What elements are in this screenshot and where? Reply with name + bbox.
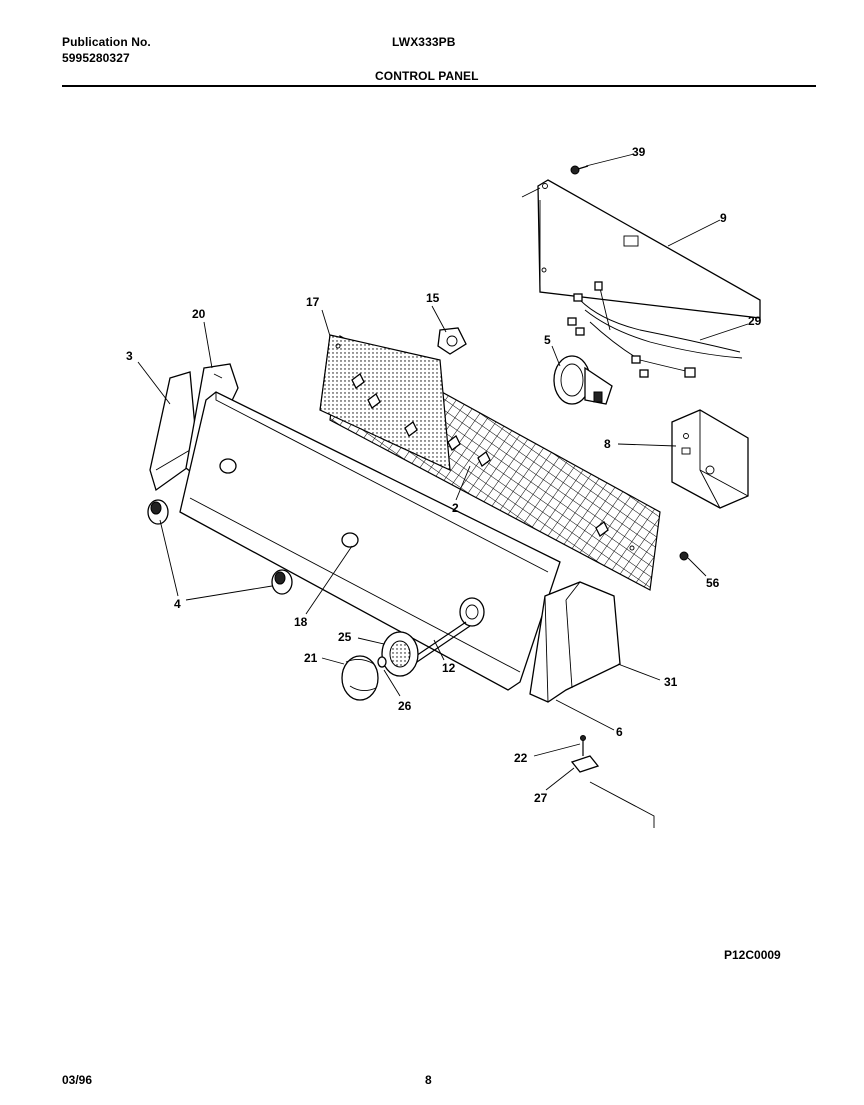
switch-part-15 — [437, 327, 467, 355]
timer-part-5 — [553, 355, 613, 405]
knob-part-4-lower — [271, 569, 293, 595]
header-rule — [62, 85, 816, 87]
right-end-cap-part-31 — [529, 581, 621, 703]
shaft-part-12 — [409, 621, 471, 665]
callout-20: 20 — [192, 307, 206, 321]
clip-part-27 — [570, 755, 655, 828]
dial-skirt-part-25 — [381, 631, 419, 677]
callout-6: 6 — [616, 725, 623, 739]
callout-17: 17 — [306, 295, 320, 309]
figure-code: P12C0009 — [724, 948, 781, 962]
callout-15: 15 — [426, 291, 440, 305]
wire-harness-part-29 — [567, 281, 743, 378]
mounting-bracket-part-9 — [521, 179, 761, 319]
leader-lines — [137, 153, 749, 791]
callout-12: 12 — [442, 661, 456, 675]
callout-18: 18 — [294, 615, 308, 629]
knob-part-4-upper — [147, 499, 169, 525]
callout-22: 22 — [514, 751, 528, 765]
callout-29: 29 — [748, 314, 762, 328]
footer-date: 03/96 — [62, 1073, 93, 1087]
console-panel — [179, 391, 561, 691]
callout-31: 31 — [664, 675, 678, 689]
footer-page-number: 8 — [425, 1073, 432, 1087]
callout-5: 5 — [544, 333, 551, 347]
screw-part-56 — [679, 551, 689, 561]
publication-label: Publication No. — [62, 35, 151, 49]
timer-knob-part-21 — [341, 655, 379, 701]
publication-number: 5995280327 — [62, 51, 130, 65]
callout-2: 2 — [452, 501, 459, 515]
callout-39: 39 — [632, 145, 646, 159]
callout-27: 27 — [534, 791, 548, 805]
spring-clip-part-26 — [377, 656, 387, 668]
callout-21: 21 — [304, 651, 318, 665]
section-title: CONTROL PANEL — [375, 69, 479, 83]
callout-56: 56 — [706, 576, 720, 590]
callout-25: 25 — [338, 630, 352, 644]
callout-26: 26 — [398, 699, 412, 713]
model-number: LWX333PB — [392, 35, 456, 49]
screw-part-22 — [580, 735, 586, 756]
callout-3: 3 — [126, 349, 133, 363]
callout-9: 9 — [720, 211, 727, 225]
callout-4: 4 — [174, 597, 181, 611]
control-box-part-8 — [671, 409, 749, 509]
rear-panel-part-17 — [319, 334, 661, 591]
screw-part-39 — [570, 165, 589, 175]
callout-8: 8 — [604, 437, 611, 451]
left-end-cap-part-3 — [149, 371, 199, 492]
